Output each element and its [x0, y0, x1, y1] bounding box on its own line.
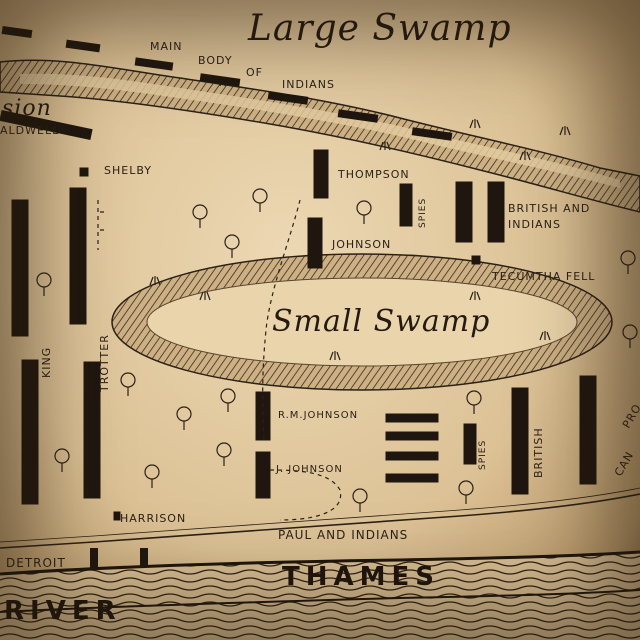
british-label: BRITISH: [532, 427, 545, 478]
thames-bank: [0, 550, 640, 576]
detroit-marker: [90, 548, 98, 568]
shelby-marker: [79, 167, 89, 177]
road-line: [0, 493, 640, 549]
mounted-bar-4: [385, 473, 439, 483]
trees: [36, 188, 638, 512]
thames-river: [0, 552, 640, 640]
river-label: RIVER: [4, 596, 122, 626]
indians-right-label: INDIANS: [508, 218, 561, 231]
body-label: BODY: [198, 54, 233, 67]
mounted-bar-1: [385, 413, 439, 423]
trotter-bar-top: [69, 187, 87, 325]
thames-bank-bottom: [0, 589, 640, 613]
king-bar-top: [11, 199, 29, 337]
of-label: OF: [246, 66, 263, 79]
british-bar-2: [579, 375, 597, 485]
shelby-label: SHELBY: [104, 164, 152, 177]
spies-top-bar: [399, 183, 413, 227]
detroit-label: DETROIT: [6, 556, 66, 570]
small-swamp-title: Small Swamp: [272, 304, 491, 339]
thompson-label: THOMPSON: [338, 168, 410, 181]
johnson-label: JOHNSON: [332, 238, 392, 251]
dashed-routes: [97, 199, 342, 521]
spies-bottom-bar: [463, 423, 477, 465]
large-swamp-title: Large Swamp: [248, 8, 512, 49]
spies-bottom-label: SPIES: [478, 439, 488, 470]
british-indians-bar-2: [487, 181, 505, 243]
thompson-bar: [313, 149, 329, 199]
j-johnson-label: J. JOHNSON: [276, 464, 343, 475]
british-indians-bar-1: [455, 181, 473, 243]
j-johnson-bar: [255, 451, 271, 499]
unit-bars: [0, 109, 597, 521]
spies-top-label: SPIES: [418, 197, 428, 228]
large-swamp-inner: [20, 73, 620, 188]
large-swamp-band: [0, 59, 640, 213]
small-swamp-inner: [146, 277, 578, 367]
tecumtha-label: TECUMTHA FELL: [492, 270, 596, 283]
british-bar-1: [511, 387, 529, 495]
caldwell-bar: [0, 109, 93, 141]
division-label: ision: [0, 96, 52, 121]
rm-johnson-bar: [255, 391, 271, 441]
marsh-tufts: [149, 77, 571, 361]
paul-marker: [140, 548, 148, 568]
thames-label: THAMES: [282, 562, 440, 592]
indians-label: INDIANS: [282, 78, 335, 91]
tecumtha-marker: [471, 255, 481, 265]
harrison-label: HARRISON: [120, 512, 187, 525]
harrison-marker: [113, 511, 121, 521]
paul-and-indians-label: PAUL AND INDIANS: [278, 528, 409, 542]
king-label: KING: [40, 346, 53, 378]
trotter-bar-bottom: [83, 361, 101, 499]
main-label: MAIN: [150, 40, 183, 53]
rm-johnson-label: R.M.JOHNSON: [278, 410, 359, 421]
caldwell-label: ALDWELL: [0, 124, 60, 137]
road-line-upper: [0, 487, 640, 543]
johnson-bar: [307, 217, 323, 269]
indian-positions: [1, 25, 453, 141]
trotter-label: TROTTER: [98, 334, 111, 392]
king-bar-bottom: [21, 359, 39, 505]
mounted-bar-3: [385, 451, 439, 461]
british-and-label: BRITISH AND: [508, 202, 591, 215]
mounted-bar-2: [385, 431, 439, 441]
